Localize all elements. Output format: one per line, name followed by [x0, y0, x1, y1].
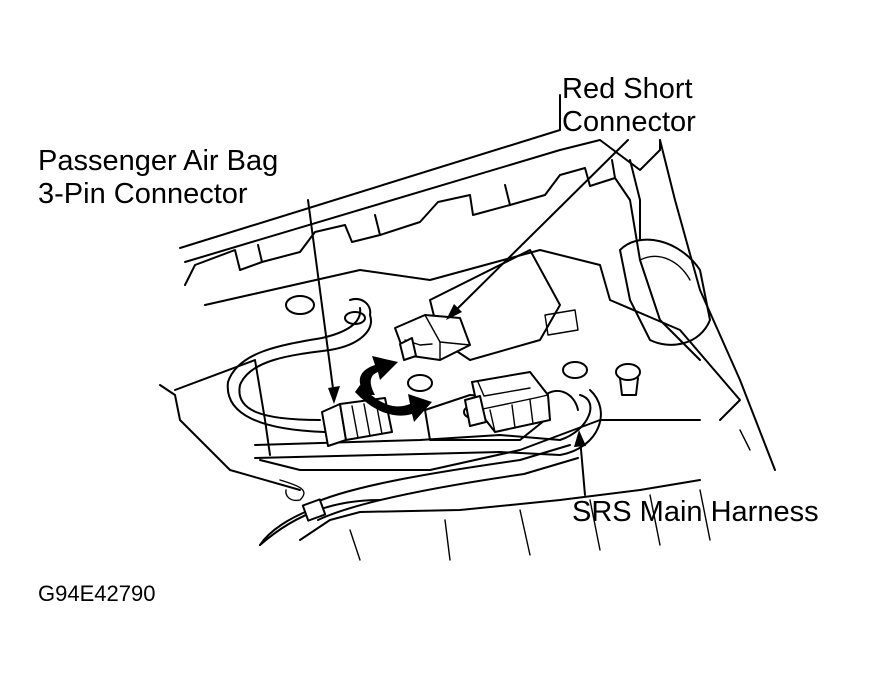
leader-lines — [307, 139, 629, 496]
passenger-connector-label-line1: Passenger Air Bag — [38, 145, 279, 177]
passenger-connector-label: Passenger Air Bag 3-Pin Connector — [38, 145, 278, 211]
connection-arrows — [355, 356, 432, 422]
bolts — [285, 295, 641, 419]
figure-id: G94E42790 — [38, 581, 156, 606]
red-short-connector-label-line2: Connector — [562, 106, 696, 138]
srs-main-harness-label: SRS Main Harness — [572, 496, 819, 528]
red-short-connector — [394, 314, 471, 361]
srs-main-harness-connector — [464, 371, 551, 433]
red-short-connector-label-line1: Red Short — [562, 73, 693, 105]
dashboard-panel — [179, 94, 776, 471]
passenger-connector-label-line2: 3-Pin Connector — [38, 178, 248, 210]
red-short-connector-label: Red Short Connector — [562, 73, 696, 139]
wiring-harness — [226, 298, 602, 546]
